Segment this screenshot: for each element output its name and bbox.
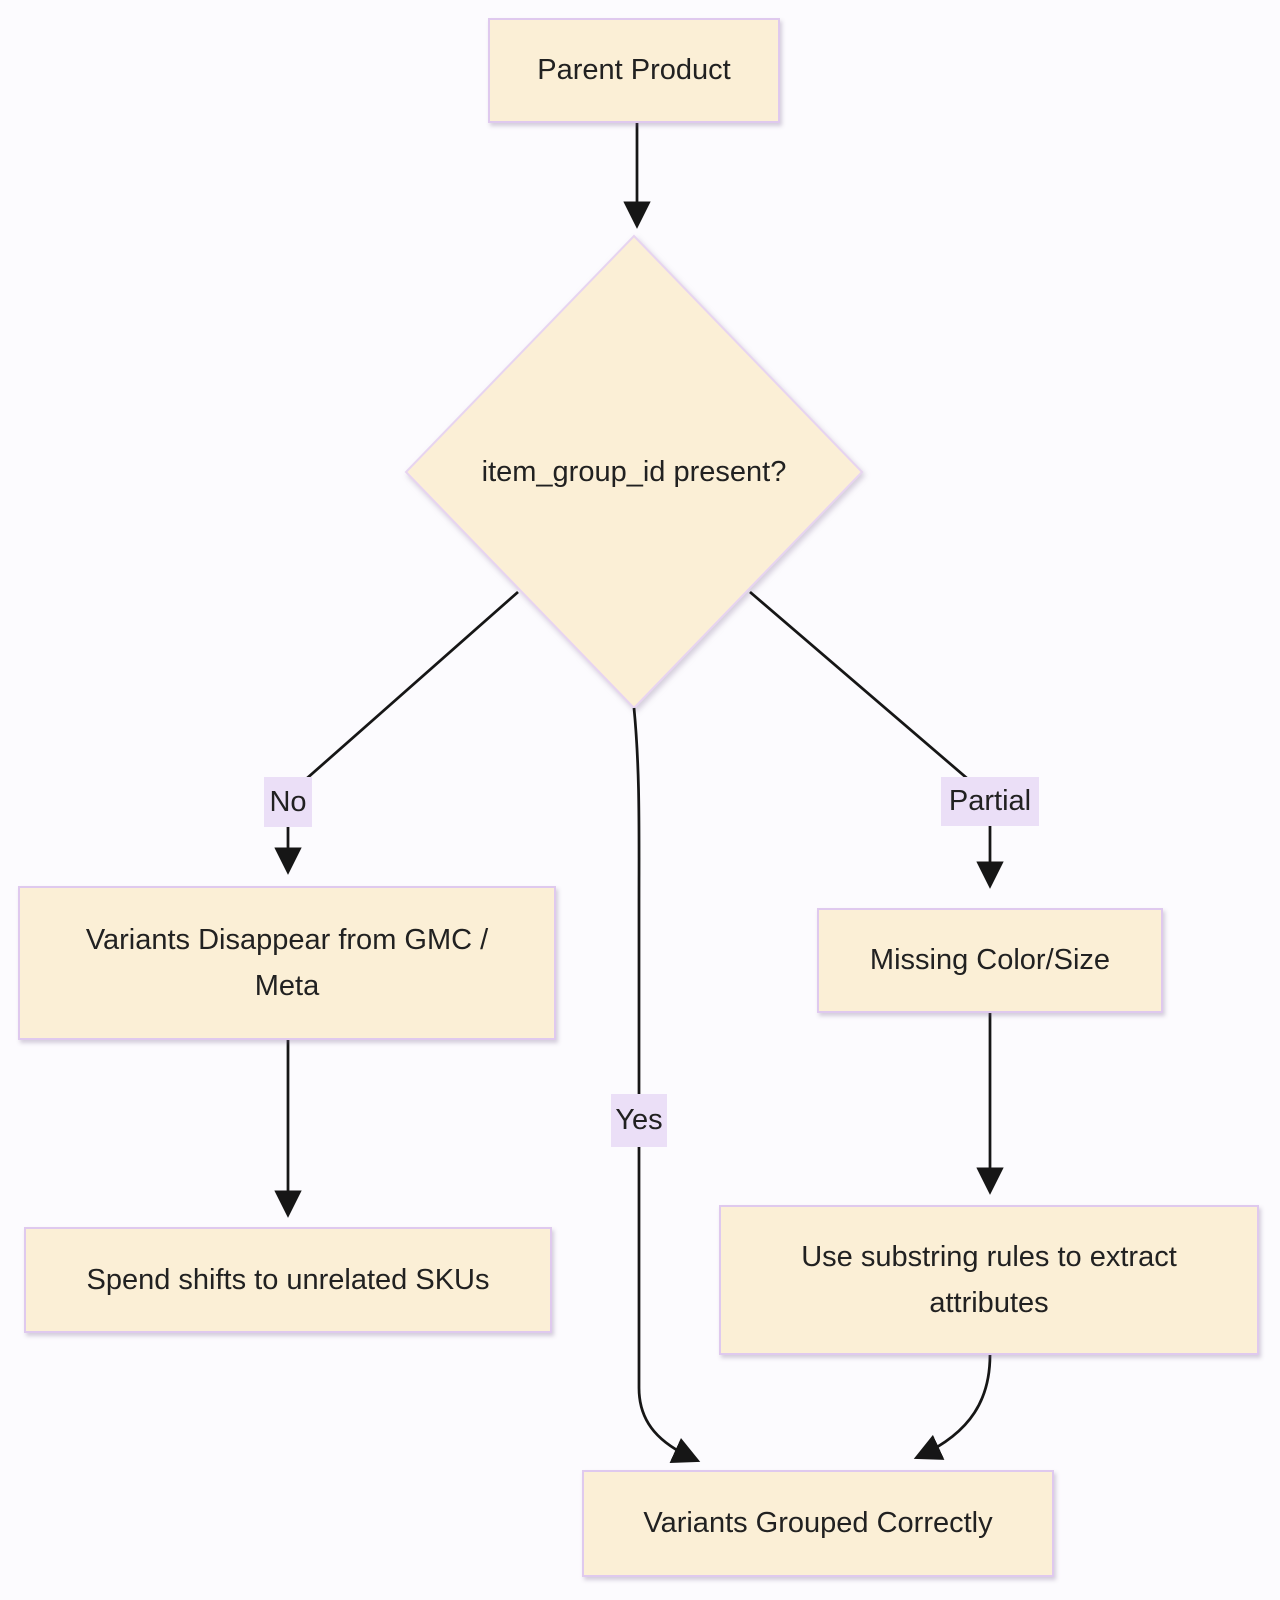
edge-label-no: No <box>264 777 312 827</box>
edge-label-partial: Partial <box>941 777 1039 826</box>
node-variants-grouped: Variants Grouped Correctly <box>582 1470 1054 1577</box>
node-parent-product-label: Parent Product <box>537 54 731 87</box>
edge-decision-no <box>274 590 519 875</box>
node-missing-color-size: Missing Color/Size <box>817 908 1163 1013</box>
node-missing-color-size-label: Missing Color/Size <box>869 944 1111 977</box>
node-parent-product: Parent Product <box>488 18 780 123</box>
node-variants-grouped-label: Variants Grouped Correctly <box>643 1507 993 1540</box>
edge-decision-partial <box>749 590 1004 889</box>
edge-decision-yes-to-final <box>632 707 701 1463</box>
node-spend-shifts-label: Spend shifts to unrelated SKUs <box>86 1263 490 1296</box>
node-variants-disappear: Variants Disappear from GMC / Meta <box>18 886 556 1040</box>
edge-action-to-final <box>913 1354 992 1460</box>
node-substring-rules: Use substring rules to extract attribute… <box>719 1205 1259 1355</box>
node-substring-rules-label: Use substring rules to extract attribute… <box>801 1240 1177 1319</box>
node-spend-shifts: Spend shifts to unrelated SKUs <box>24 1227 552 1333</box>
node-variants-disappear-label: Variants Disappear from GMC / Meta <box>85 923 489 1002</box>
node-decision: item_group_id present? <box>424 446 844 498</box>
node-decision-label: item_group_id present? <box>481 455 787 488</box>
edge-label-yes: Yes <box>611 1094 667 1147</box>
